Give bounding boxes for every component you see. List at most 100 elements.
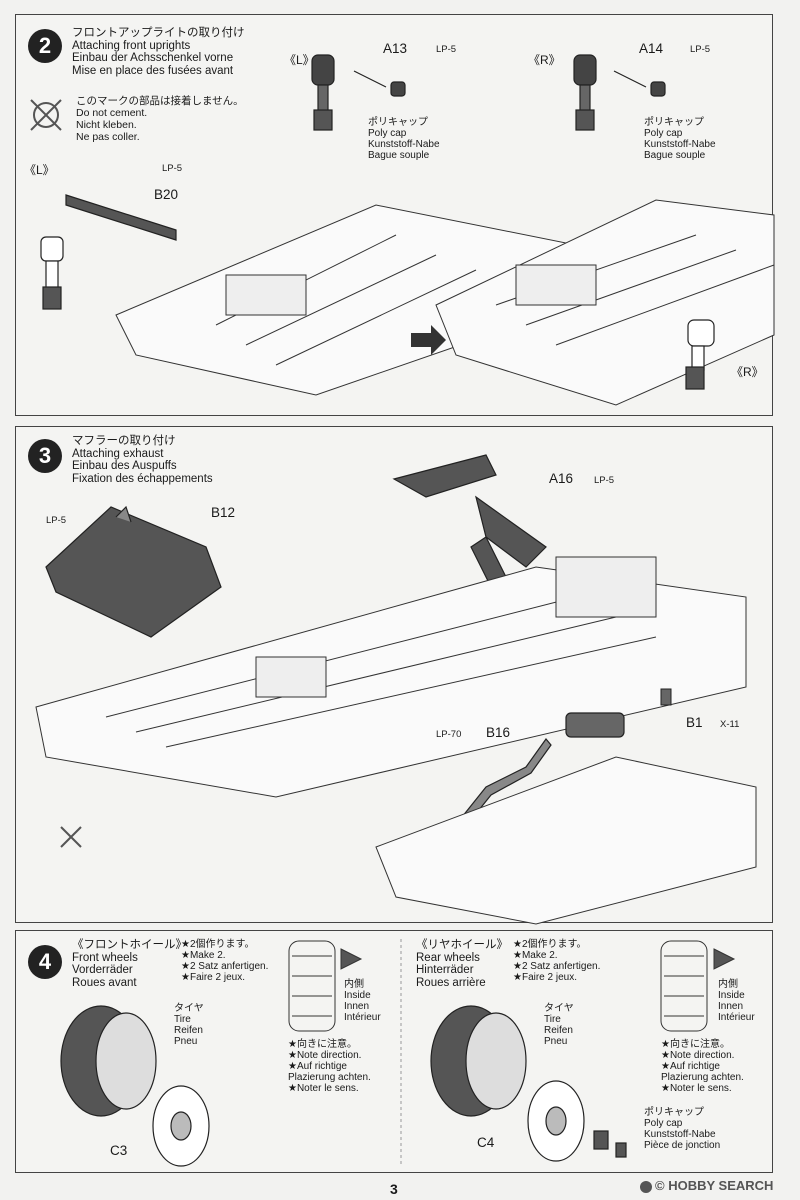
inside-en: Inside xyxy=(344,990,371,1001)
rear-jp: 《リヤホイール》 xyxy=(416,939,508,951)
no-cement-note: このマークの部品は接着しません。 Do not cement. Nicht kl… xyxy=(76,95,244,143)
skid-plate-b12 xyxy=(45,505,222,638)
step-number: 3 xyxy=(28,439,62,473)
step-title: マフラーの取り付け Attaching exhaust Einbau des A… xyxy=(72,435,213,485)
watermark-mark: © xyxy=(655,1178,665,1193)
title-de: Einbau der Achsschenkel vorne xyxy=(72,52,234,64)
note-en: Do not cement. xyxy=(76,107,148,119)
title-en: Attaching front uprights xyxy=(72,39,191,52)
dir-de2: Plazierung achten. xyxy=(288,1072,371,1083)
tie-rod-b20 xyxy=(65,194,177,241)
upright-a14 xyxy=(573,54,666,131)
make2-en: ★Make 2. xyxy=(181,950,226,961)
polycap-fr: Bague souple xyxy=(368,150,430,161)
rear-en: Rear wheels xyxy=(416,951,480,964)
lp5-b20: LP-5 xyxy=(162,163,183,174)
tire-de: Reifen xyxy=(544,1025,573,1036)
part-a16: A16 xyxy=(549,471,574,486)
front-tire xyxy=(60,1005,210,1167)
left-tag: 《L》 xyxy=(24,163,55,177)
step-2-illustration xyxy=(30,54,775,406)
front-en: Front wheels xyxy=(72,951,138,964)
step-title: フロントアップライトの取り付け Attaching front uprights… xyxy=(72,27,245,77)
polycap-jp: ポリキャップ xyxy=(644,1107,704,1118)
watermark: © HOBBY SEARCH xyxy=(640,1178,773,1193)
lp5-a16: LP-5 xyxy=(594,475,615,486)
direction-rear: ★向きに注意。 ★Note direction. ★Auf richtige P… xyxy=(661,1039,744,1094)
note-jp: このマークの部品は接着しません。 xyxy=(76,95,244,107)
step-3-panel: 3 マフラーの取り付け Attaching exhaust Einbau des… xyxy=(15,426,773,925)
step-2-panel: 2 フロントアップライトの取り付け Attaching front uprigh… xyxy=(15,14,775,416)
part-b16: B16 xyxy=(486,725,511,740)
tire-rear: タイヤ Tire Reifen Pneu xyxy=(544,1003,574,1047)
inside-fr: Intérieur xyxy=(718,1012,755,1023)
polycap-de: Kunststoff-Nabe xyxy=(368,139,440,150)
chassis-left xyxy=(115,204,577,396)
front-de: Vorderräder xyxy=(72,964,133,976)
dir-fr: ★Noter le sens. xyxy=(288,1083,359,1094)
step-number: 4 xyxy=(28,945,62,979)
polycap-fr: Bague souple xyxy=(644,150,706,161)
inside-rear: 内側 Inside Innen Intérieur xyxy=(718,979,755,1023)
lp5-a14: LP-5 xyxy=(690,44,711,55)
title-jp: フロントアップライトの取り付け xyxy=(72,27,245,39)
rear-wheels-title: 《リヤホイール》 Rear wheels Hinterräder Roues a… xyxy=(416,939,508,989)
rear-chassis xyxy=(375,756,757,925)
direction-front: ★向きに注意。 ★Note direction. ★Auf richtige P… xyxy=(288,1039,371,1094)
dir-de1: ★Auf richtige xyxy=(661,1061,720,1072)
make2-front: ★2個作ります。 ★Make 2. ★2 Satz anfertigen. ★F… xyxy=(181,939,268,983)
dir-jp: ★向きに注意。 xyxy=(288,1039,357,1050)
title-de: Einbau des Auspuffs xyxy=(72,460,177,472)
title-en: Attaching exhaust xyxy=(72,447,164,460)
dir-en: ★Note direction. xyxy=(661,1050,735,1061)
watermark-text: HOBBY SEARCH xyxy=(668,1178,774,1193)
no-cement-icon xyxy=(60,826,82,848)
polycap-jp: ポリキャップ xyxy=(368,117,428,128)
inside-fr: Intérieur xyxy=(344,1012,381,1023)
part-b1-shape xyxy=(660,688,672,706)
tire-fr: Pneu xyxy=(174,1036,198,1047)
polycap-en: Poly cap xyxy=(644,1118,683,1129)
left-upright-assembly xyxy=(40,236,64,310)
inside-front: 内側 Inside Innen Intérieur xyxy=(344,979,381,1023)
polycap-fr: Pièce de jonction xyxy=(644,1140,721,1151)
front-jp: 《フロントホイール》 xyxy=(72,939,187,951)
make2-jp: ★2個作ります。 xyxy=(181,939,255,950)
next-arrow xyxy=(411,325,446,355)
polycap-de: Kunststoff-Nabe xyxy=(644,1129,716,1140)
no-cement-icon xyxy=(30,99,62,131)
make2-en: ★Make 2. xyxy=(513,950,558,961)
tire-jp: タイヤ xyxy=(174,1003,204,1014)
front-fr: Roues avant xyxy=(72,976,137,989)
title-jp: マフラーの取り付け xyxy=(72,435,176,447)
inside-de: Innen xyxy=(344,1001,370,1012)
part-a14: A14 xyxy=(639,41,664,56)
inside-de: Innen xyxy=(718,1001,744,1012)
lp70-b16: LP-70 xyxy=(436,729,462,740)
inside-jp: 内側 xyxy=(344,979,364,990)
polycap-jp: ポリキャップ xyxy=(644,117,704,128)
lp5-b12: LP-5 xyxy=(46,515,67,526)
tire-en: Tire xyxy=(544,1014,561,1025)
polycap-rear: ポリキャップ Poly cap Kunststoff-Nabe Pièce de… xyxy=(644,1107,720,1151)
note-fr: Ne pas coller. xyxy=(76,131,140,143)
tire-fr: Pneu xyxy=(544,1036,568,1047)
dir-de1: ★Auf richtige xyxy=(288,1061,347,1072)
rear-fr: Roues arrière xyxy=(416,976,486,989)
polycap-en: Poly cap xyxy=(368,128,407,139)
part-b1: B1 xyxy=(686,715,703,730)
tire-de: Reifen xyxy=(174,1025,203,1036)
dir-jp: ★向きに注意。 xyxy=(661,1039,730,1050)
part-a13: A13 xyxy=(383,41,408,56)
dir-fr: ★Noter le sens. xyxy=(661,1083,732,1094)
polycap-label-left: ポリキャップ Poly cap Kunststoff-Nabe Bague so… xyxy=(368,117,440,161)
rear-tire xyxy=(430,1005,627,1162)
note-de: Nicht kleben. xyxy=(76,119,137,131)
chassis-right xyxy=(435,199,775,406)
tire-front: タイヤ Tire Reifen Pneu xyxy=(174,1003,204,1047)
upright-a13 xyxy=(311,54,406,131)
make2-de: ★2 Satz anfertigen. xyxy=(181,961,269,972)
step-number: 2 xyxy=(28,29,62,63)
part-c4: C4 xyxy=(477,1135,495,1150)
make2-rear: ★2個作ります。 ★Make 2. ★2 Satz anfertigen. ★F… xyxy=(513,939,600,983)
